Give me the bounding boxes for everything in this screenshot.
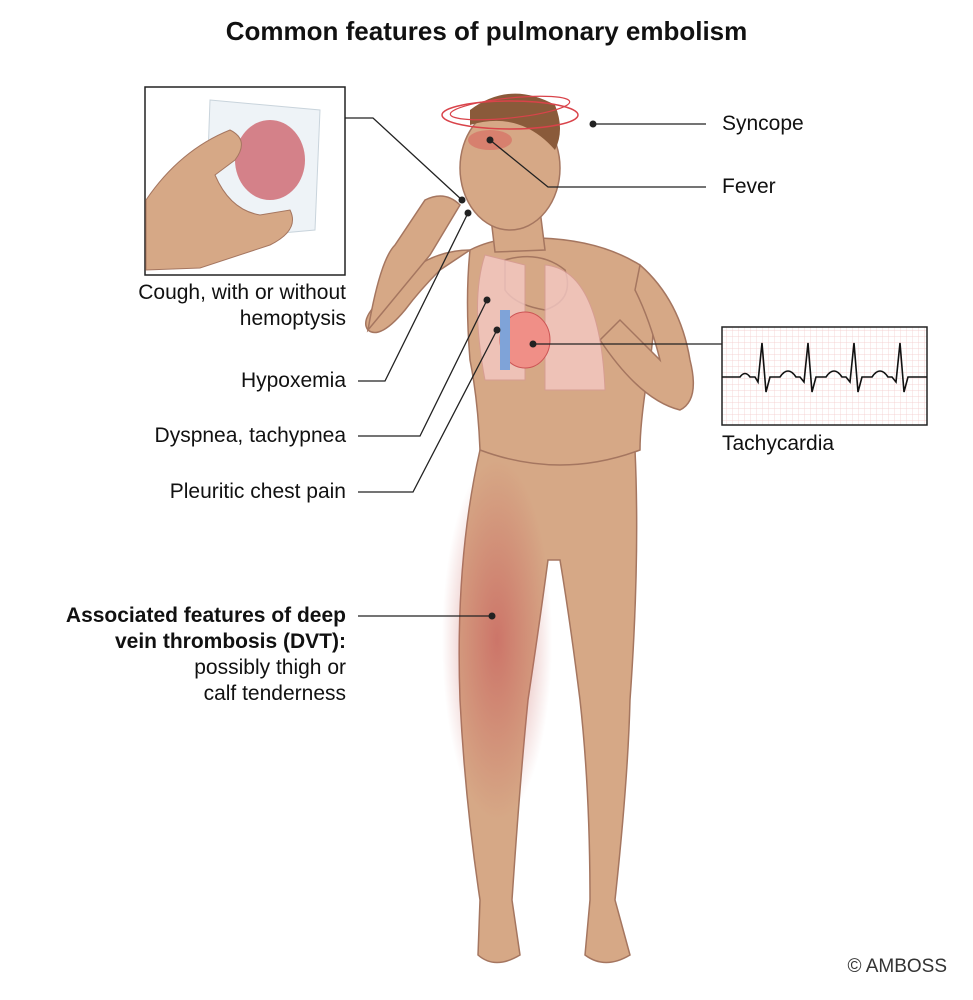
diagram-title: Common features of pulmonary embolism xyxy=(225,16,748,46)
label-dvt: Associated features of deep vein thrombo… xyxy=(66,603,346,707)
leader-lines xyxy=(345,117,722,617)
cough-line2: hemoptysis xyxy=(239,307,346,330)
dvt-heading-2: vein thrombosis (DVT): xyxy=(114,630,346,653)
label-fever: Fever xyxy=(722,175,776,198)
label-tachycardia: Tachycardia xyxy=(722,432,835,455)
cough-line1: Cough, with or without xyxy=(138,281,346,304)
label-pleuritic: Pleuritic chest pain xyxy=(169,480,346,503)
label-syncope: Syncope xyxy=(722,112,804,135)
dvt-redness xyxy=(442,460,552,820)
label-hypoxemia: Hypoxemia xyxy=(240,369,346,392)
ecg-inset xyxy=(721,326,928,426)
label-dyspnea: Dyspnea, tachypnea xyxy=(154,424,346,447)
syncope-rings xyxy=(441,100,579,130)
label-cough: Cough, with or without hemoptysis xyxy=(138,280,346,332)
dvt-line3: possibly thigh or xyxy=(194,656,346,679)
dvt-line4: calf tenderness xyxy=(203,682,346,705)
copyright: © AMBOSS xyxy=(847,956,947,977)
dvt-heading-1: Associated features of deep xyxy=(65,604,346,627)
